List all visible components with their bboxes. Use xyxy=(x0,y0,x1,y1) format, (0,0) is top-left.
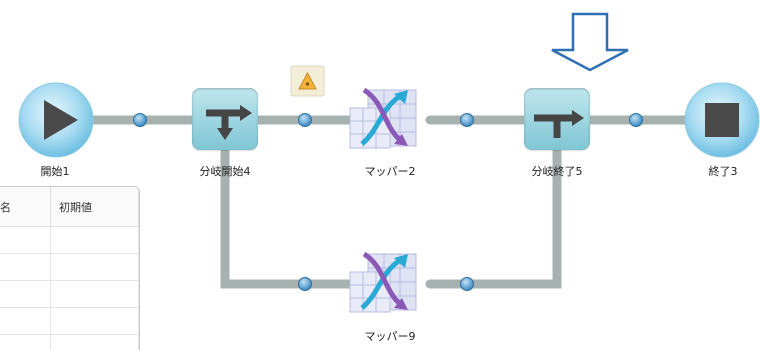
port xyxy=(299,278,312,291)
mapper-9-label: マッパー9 xyxy=(365,328,416,344)
down-arrow-icon xyxy=(552,14,628,70)
end-node[interactable] xyxy=(685,83,759,157)
start-node[interactable] xyxy=(19,83,93,157)
table-row[interactable] xyxy=(0,281,139,308)
branch-start-node-label: 分岐開始4 xyxy=(200,163,251,179)
table-cell xyxy=(0,281,51,308)
table-row[interactable] xyxy=(0,254,139,281)
mapper-icon[interactable] xyxy=(350,254,416,312)
column-header-initial-value[interactable]: 初期値 xyxy=(51,187,139,227)
stop-icon xyxy=(705,103,739,137)
warning-icon[interactable] xyxy=(291,66,324,96)
end-node-label: 終了3 xyxy=(709,163,738,179)
table-cell xyxy=(51,335,139,350)
table-cell xyxy=(51,281,139,308)
column-header-name[interactable]: 名 xyxy=(0,187,51,227)
port xyxy=(461,278,474,291)
mapper-icon[interactable] xyxy=(350,90,416,148)
port xyxy=(630,114,643,127)
table-cell xyxy=(0,308,51,335)
table-row[interactable] xyxy=(0,308,139,335)
table-cell xyxy=(51,254,139,281)
table-cell xyxy=(0,335,51,350)
branch-start-node[interactable] xyxy=(192,88,258,150)
table-cell xyxy=(51,308,139,335)
table-row[interactable] xyxy=(0,335,139,350)
mapper-2-label: マッパー2 xyxy=(365,163,416,179)
table-cell xyxy=(0,254,51,281)
start-node-label: 開始1 xyxy=(41,163,70,179)
variable-table: 名 初期値 xyxy=(0,186,140,350)
port xyxy=(299,114,312,127)
branch-split-icon xyxy=(192,88,258,150)
branch-end-node[interactable] xyxy=(524,88,590,150)
table-cell xyxy=(0,227,51,254)
branch-end-node-label: 分岐終了5 xyxy=(532,163,583,179)
branch-join-icon xyxy=(524,88,590,150)
port xyxy=(461,114,474,127)
table-row[interactable] xyxy=(0,227,139,254)
table-cell xyxy=(51,227,139,254)
port xyxy=(134,114,147,127)
